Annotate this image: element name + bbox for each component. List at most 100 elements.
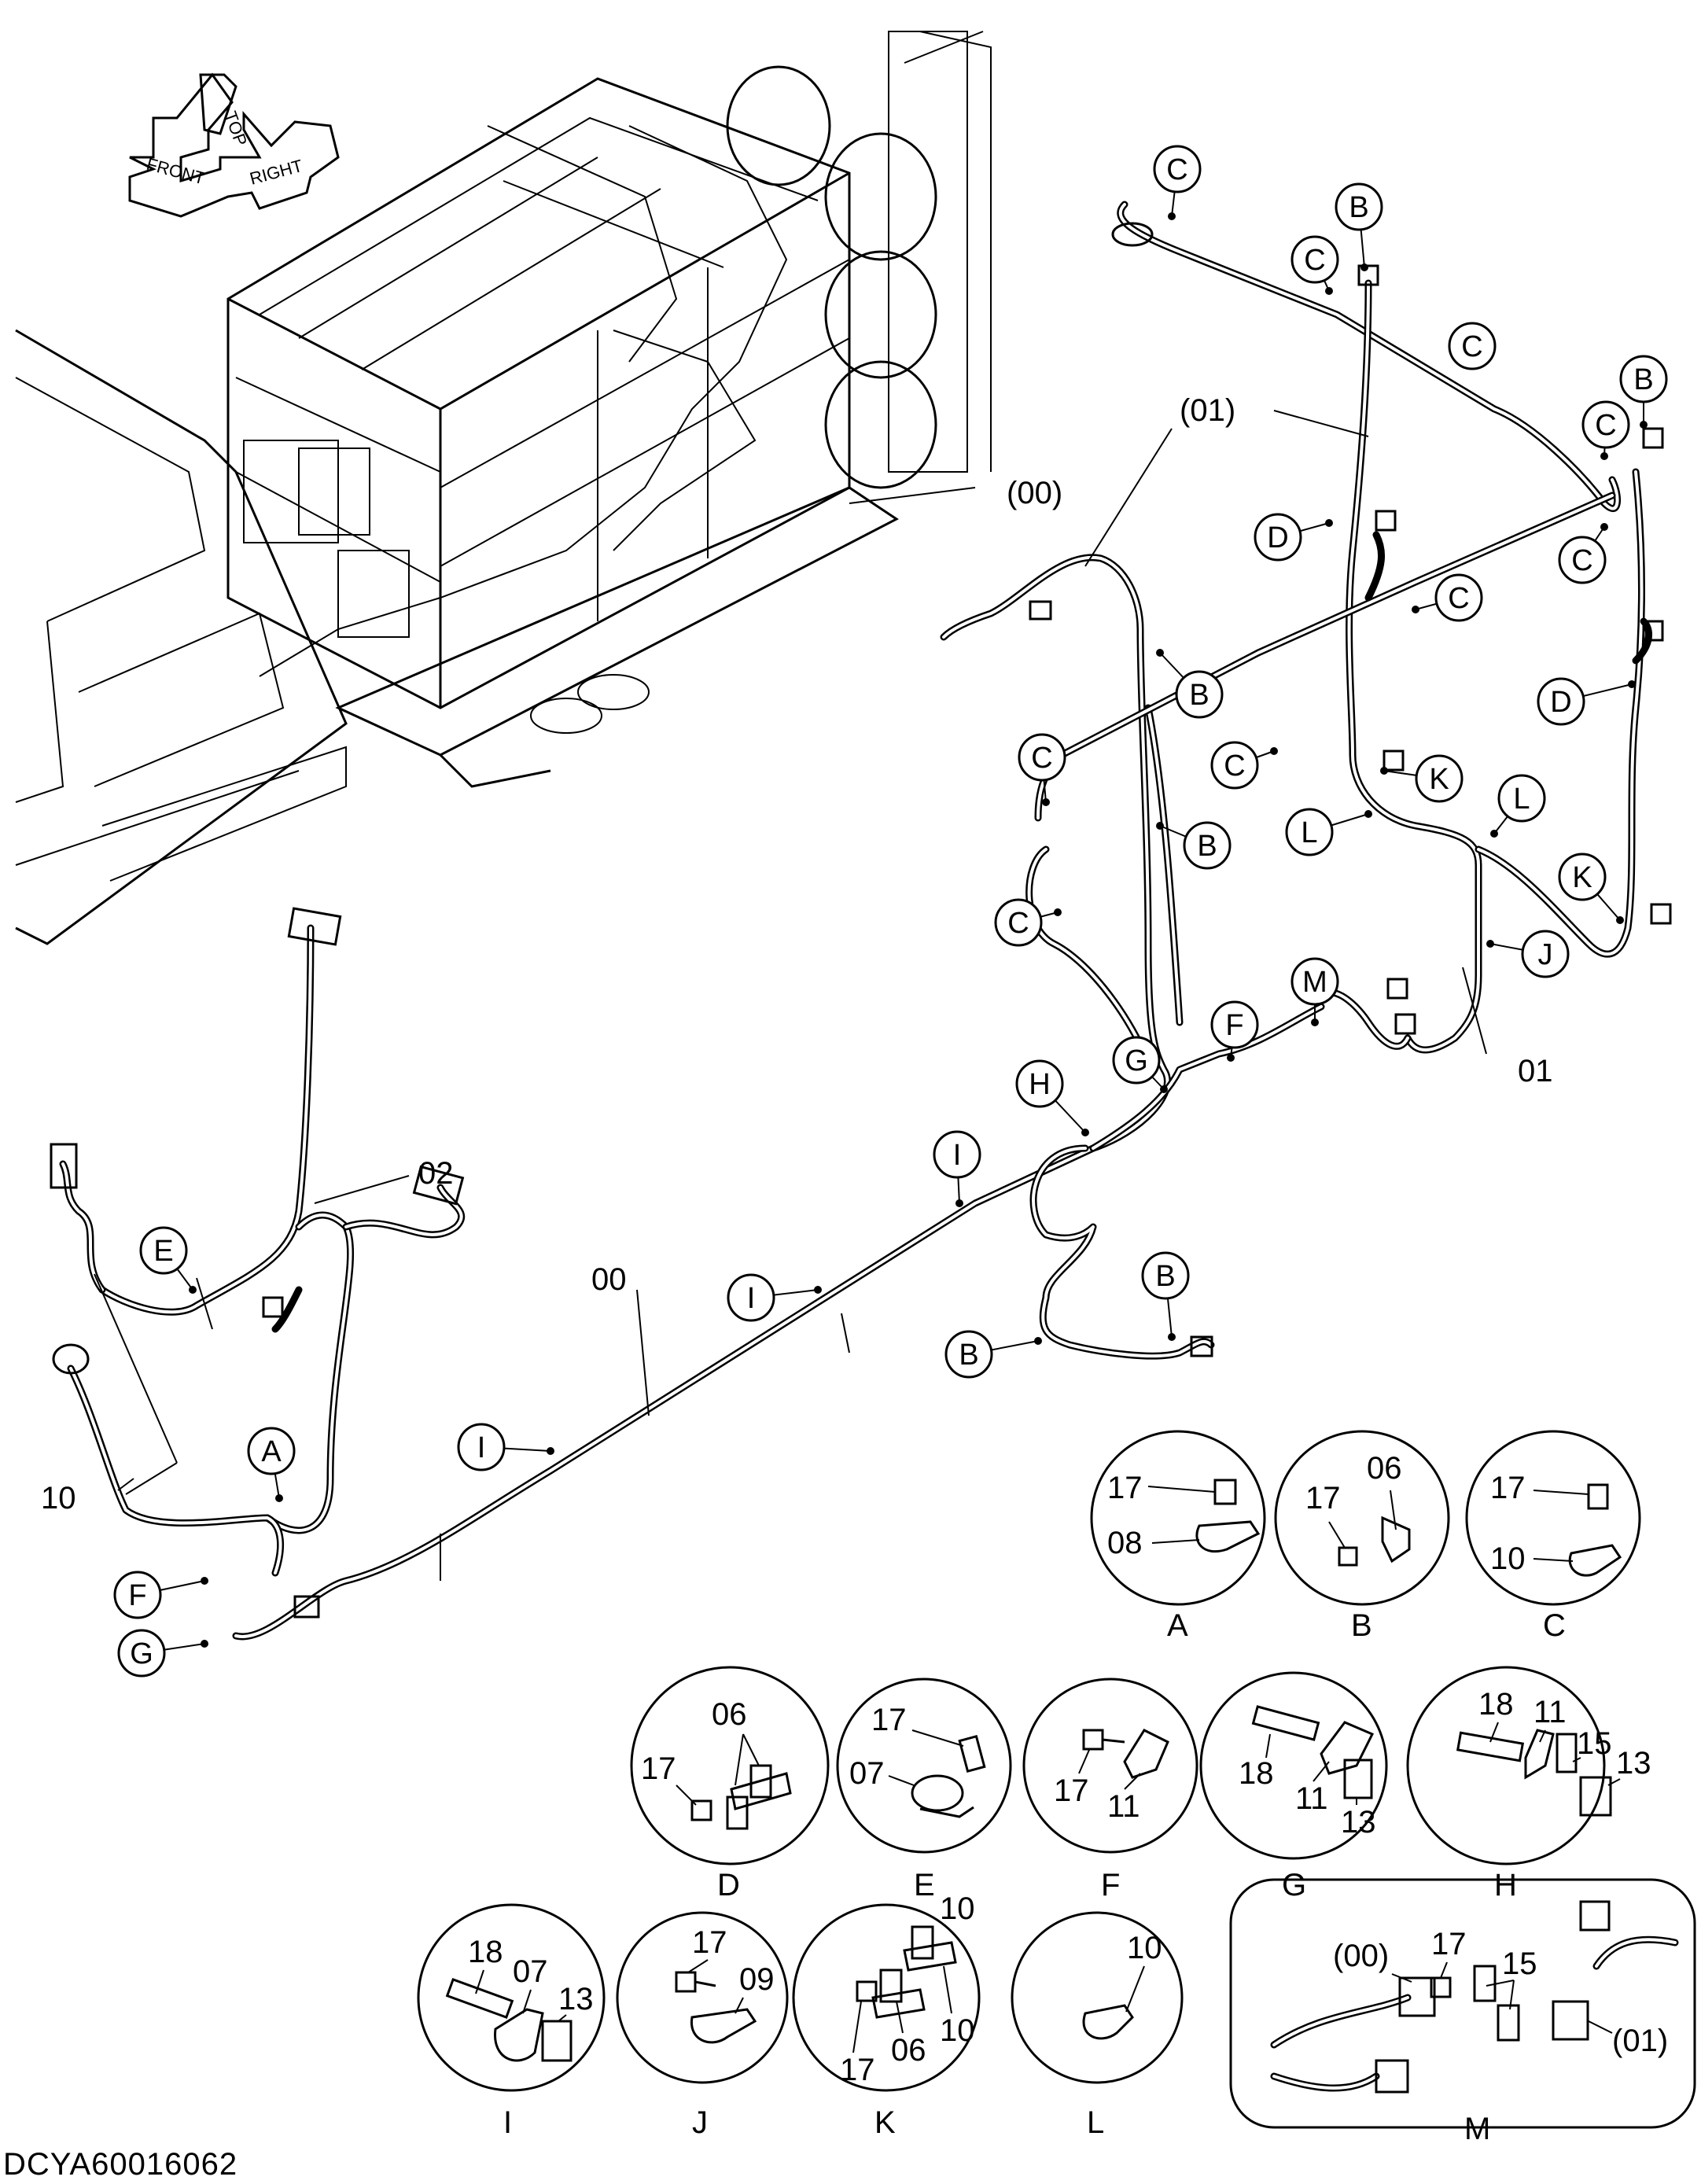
detail-view-i: 18 07 13 I — [417, 1903, 606, 2140]
detail-b-letter: B — [1351, 1608, 1372, 1643]
callout-g: G — [117, 1629, 208, 1678]
detail-f-letter: F — [1101, 1868, 1120, 1902]
detail-i-letter: I — [503, 2105, 512, 2140]
detail-g-part-13: 13 — [1341, 1805, 1376, 1840]
callout-letter: I — [953, 1139, 962, 1172]
callout-letter: C — [1461, 330, 1482, 363]
detail-f-part-11: 11 — [1107, 1789, 1140, 1824]
callout-i: I — [457, 1423, 554, 1471]
harness-02 — [50, 907, 466, 1577]
callout-b: B — [1141, 1251, 1190, 1341]
detail-view-g: 18 11 13 G — [1199, 1671, 1388, 1902]
orientation-arrows: TOP FRONT RIGHT — [128, 72, 340, 218]
callout-h: H — [1015, 1059, 1089, 1136]
detail-h-part-18: 18 — [1478, 1687, 1514, 1722]
callout-b: B — [1619, 355, 1668, 429]
detail-d-part-06: 06 — [712, 1697, 747, 1732]
callout-letter: B — [1155, 1260, 1175, 1293]
detail-a-part-08: 08 — [1107, 1526, 1143, 1560]
detail-a-letter: A — [1167, 1608, 1188, 1643]
callout-e: E — [139, 1226, 197, 1294]
machine-body — [15, 31, 992, 945]
label-10: 10 — [41, 1481, 76, 1516]
detail-j-part-09: 09 — [739, 1962, 775, 1997]
label-02: 02 — [418, 1156, 454, 1191]
callout-i: I — [933, 1130, 981, 1207]
harness-00 — [232, 554, 1325, 1641]
callout-k: K — [1558, 853, 1624, 924]
callout-c: C — [1412, 573, 1483, 622]
callout-c: C — [994, 898, 1062, 947]
callout-c: C — [1018, 733, 1066, 806]
callout-b: B — [1335, 182, 1383, 271]
detail-i-part-13: 13 — [558, 1982, 594, 2016]
callout-letter: F — [128, 1579, 146, 1612]
detail-j-letter: J — [692, 2105, 708, 2140]
callout-letter: I — [747, 1282, 756, 1315]
callout-letter: C — [1166, 153, 1187, 186]
callout-letter: J — [1538, 938, 1553, 971]
callout-d: D — [1537, 677, 1636, 726]
detail-g-part-11: 11 — [1295, 1781, 1328, 1816]
callout-f: F — [113, 1571, 208, 1619]
callout-letter: H — [1029, 1068, 1050, 1101]
detail-view-l: 10 L — [1011, 1911, 1184, 2140]
detail-k-part-06: 06 — [891, 2033, 926, 2068]
callout-c: C — [1210, 741, 1278, 790]
harness-01 — [1034, 201, 1672, 1054]
callout-letter: L — [1513, 783, 1530, 816]
callout-letter: G — [1125, 1044, 1148, 1077]
callout-letter: I — [477, 1431, 486, 1464]
callout-i: I — [727, 1273, 822, 1322]
callout-letter: B — [1349, 191, 1368, 224]
detail-h-letter: H — [1494, 1868, 1517, 1902]
detail-view-j: 17 09 J — [616, 1911, 789, 2140]
detail-l-letter: L — [1087, 2105, 1104, 2140]
callout-letter: B — [1633, 363, 1653, 396]
detail-m-part-00: (00) — [1333, 1939, 1389, 1973]
callout-letter: K — [1429, 763, 1449, 796]
callout-letter: F — [1225, 1009, 1243, 1042]
callout-c: C — [1290, 235, 1339, 295]
callout-letter: C — [1448, 582, 1469, 615]
detail-view-a: 17 08 A — [1090, 1430, 1266, 1643]
orientation-right-label: RIGHT — [248, 156, 305, 189]
callout-f: F — [1210, 1000, 1259, 1062]
callout-b: B — [1156, 821, 1232, 870]
detail-i-part-18: 18 — [468, 1935, 503, 1969]
callout-b: B — [1156, 649, 1224, 719]
callout-letter: D — [1550, 686, 1571, 719]
detail-b-part-17: 17 — [1305, 1481, 1341, 1516]
callout-letter: B — [959, 1339, 978, 1372]
callout-letter: C — [1031, 742, 1052, 775]
detail-view-d: 06 17 D — [630, 1666, 830, 1902]
callout-d: D — [1254, 513, 1333, 562]
callout-letter: C — [1224, 749, 1245, 783]
callout-c: C — [1558, 523, 1608, 584]
detail-m-part-15: 15 — [1502, 1946, 1537, 1981]
detail-view-c: 17 10 C — [1465, 1430, 1641, 1643]
label-01-paren: (01) — [1180, 393, 1235, 428]
detail-e-part-07: 07 — [849, 1756, 885, 1791]
callout-j: J — [1486, 930, 1570, 978]
callout-g: G — [1112, 1036, 1168, 1093]
detail-f-part-17: 17 — [1054, 1773, 1089, 1808]
label-01: 01 — [1518, 1054, 1553, 1088]
detail-k-letter: K — [874, 2105, 896, 2140]
callout-m: M — [1290, 957, 1339, 1026]
detail-b-part-06: 06 — [1367, 1451, 1402, 1486]
part-labels: 02 00 (00) (01) 01 10 — [41, 393, 1553, 1516]
detail-c-part-17: 17 — [1490, 1471, 1526, 1505]
detail-l-part-10: 10 — [1127, 1931, 1162, 1965]
detail-m-part-17: 17 — [1431, 1927, 1467, 1961]
detail-d-letter: D — [717, 1868, 740, 1902]
callout-letter: K — [1572, 861, 1592, 894]
detail-view-e: 17 07 E — [836, 1678, 1012, 1902]
callout-k: K — [1380, 754, 1464, 803]
detail-i-part-07: 07 — [513, 1954, 548, 1989]
callout-c: C — [1448, 322, 1497, 370]
orientation-front-label: FRONT — [145, 154, 208, 189]
callout-l: L — [1285, 808, 1372, 856]
